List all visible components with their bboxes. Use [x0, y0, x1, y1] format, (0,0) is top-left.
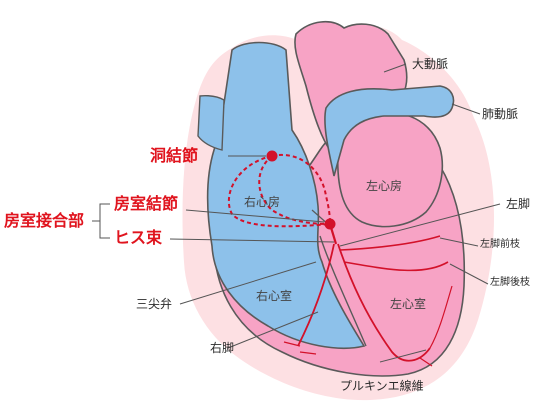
label-left-anterior-fascicle: 左脚前枝 — [480, 239, 520, 250]
leader-left-posterior — [449, 263, 489, 285]
leader-left-anterior — [439, 237, 479, 247]
label-left-bundle-branch: 左脚 — [506, 197, 531, 211]
purkinje-branches — [283, 285, 453, 367]
interventricular-septum — [319, 235, 367, 347]
label-left-posterior-fascicle: 左脚後枝 — [490, 277, 530, 288]
label-left-ventricle: 左心室 — [390, 297, 427, 311]
label-tricuspid-valve: 三尖弁 — [136, 297, 173, 311]
label-av-node: 房室結節 — [114, 194, 179, 213]
leader-av-node — [185, 209, 325, 223]
label-his-bundle: ヒス束 — [114, 228, 163, 247]
label-aorta: 大動脈 — [412, 57, 449, 71]
pulmonary-artery-shape — [324, 85, 455, 177]
label-pulmonary-artery: 肺動脈 — [482, 107, 519, 121]
leader-his-bundle — [169, 238, 335, 243]
label-sa-node: 洞結節 — [150, 146, 199, 165]
label-av-junction: 房室接合部 — [4, 211, 85, 230]
leader-right-bundle — [227, 311, 319, 349]
left-bundle-branch-path — [337, 243, 431, 362]
label-left-atrium: 左心房 — [366, 179, 403, 193]
left-posterior-fascicle-path — [343, 261, 449, 272]
label-right-ventricle: 右心室 — [256, 289, 293, 303]
av-junction-bracket — [92, 203, 110, 239]
label-right-atrium: 右心房 — [244, 195, 281, 209]
label-purkinje-fibers: プルキンエ線維 — [340, 379, 424, 393]
sa-node-dot — [266, 150, 278, 162]
his-bundle-path — [328, 223, 338, 245]
leader-left-bundle — [339, 203, 501, 247]
leader-pulmonary-artery — [451, 103, 481, 115]
right-bundle-branch-path — [297, 243, 335, 347]
right-heart-shape — [206, 41, 366, 349]
leader-tricuspid — [179, 261, 317, 305]
left-atrium-shape — [336, 111, 444, 228]
label-right-bundle-branch: 右脚 — [210, 341, 235, 355]
leader-purkinje — [379, 349, 427, 363]
left-anterior-fascicle-path — [339, 235, 441, 251]
leader-lines — [92, 63, 501, 363]
inferior-vena-cava — [197, 94, 225, 151]
leader-aorta — [383, 63, 407, 73]
